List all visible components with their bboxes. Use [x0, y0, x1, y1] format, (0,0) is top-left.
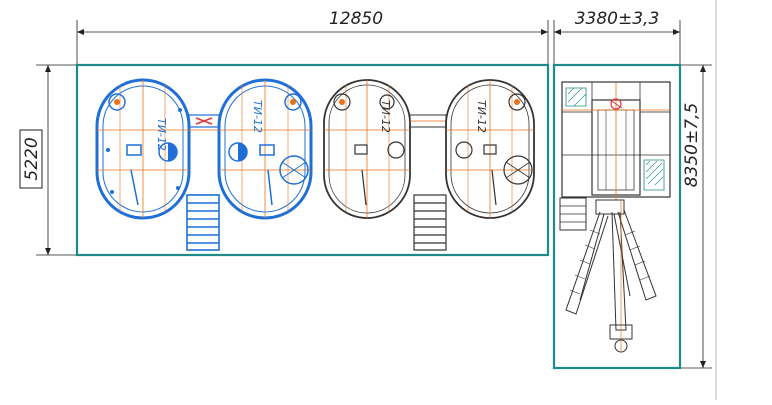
- dim-label-side-width: 3380±3,3: [575, 9, 660, 29]
- tank-label: ТИ-12: [475, 100, 488, 133]
- tank-3: ТИ-12: [323, 79, 411, 219]
- dimension-height-right: 8350±7,5: [680, 64, 712, 369]
- manhole-icon: [503, 155, 533, 185]
- main-frame-right: [552, 63, 682, 370]
- tank-label: ТИ-12: [155, 118, 168, 151]
- hatch-icon: [379, 94, 395, 110]
- hatch-icon: [284, 93, 302, 111]
- dimension-side-width: 3380±3,3: [553, 9, 681, 65]
- ladder-2: [413, 194, 447, 251]
- manhole-icon: [279, 155, 309, 185]
- dim-label-overall-length: 12850: [329, 9, 383, 29]
- dim-box-height-left: [19, 129, 43, 189]
- valve-icon: [387, 141, 405, 159]
- side-unit: [559, 81, 671, 353]
- hatch-icon: [333, 93, 351, 111]
- tank-label: ТИ-12: [251, 100, 264, 133]
- tank-4: ТИ-12: [445, 79, 535, 219]
- dim-label-height-left: 5220: [22, 137, 42, 180]
- hatch-icon: [508, 93, 526, 111]
- dimension-overall-length: 12850: [76, 9, 549, 65]
- valve-icon: [455, 141, 473, 159]
- connector-3-4: [409, 114, 447, 128]
- dim-label-height-right: 8350±7,5: [682, 103, 702, 188]
- ladder-1: [186, 194, 220, 251]
- hatch-icon: [108, 93, 126, 111]
- tank-2: ТИ-12: [217, 78, 313, 220]
- tank-label: ТИ-12: [379, 100, 392, 133]
- connector-1-2: [188, 114, 220, 131]
- tank-1: ТИ-12: [95, 78, 191, 220]
- dimension-height-left: 5220: [19, 64, 77, 256]
- main-frame-left: [75, 63, 550, 257]
